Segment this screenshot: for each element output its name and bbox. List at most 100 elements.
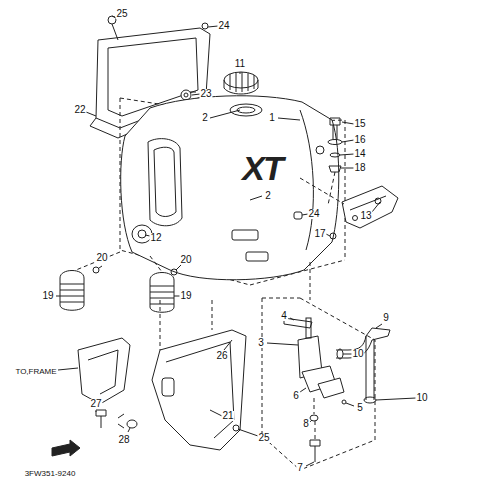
leader-line [210, 110, 240, 118]
callout-number: 14 [353, 149, 366, 159]
callout-number: 2 [201, 113, 209, 123]
leader-line [278, 118, 300, 120]
tank-damper [93, 267, 99, 273]
side-cover [152, 330, 246, 450]
bolt-set [328, 172, 335, 205]
note-text: 3FW351-9240 [24, 470, 77, 478]
bolt-set [328, 140, 342, 145]
leader-line [267, 343, 298, 345]
damper [294, 212, 302, 219]
fuel-hose [337, 349, 343, 359]
leader-line [376, 324, 382, 328]
leader-line [300, 388, 306, 392]
tank-bracket [300, 178, 344, 204]
fuel-cock [306, 318, 311, 338]
leader-line [86, 112, 96, 116]
model-logo: XT [241, 151, 282, 185]
fuel-hose [336, 328, 390, 358]
fuel-tank [230, 104, 262, 116]
bolt [127, 420, 137, 428]
leader-line [342, 140, 354, 142]
fuel-cock [310, 440, 320, 462]
fuel-cap [224, 72, 258, 94]
fuel-cock [342, 400, 346, 404]
fuel-tank [121, 96, 339, 280]
fuel-cock [318, 378, 344, 398]
tank-damper [60, 284, 84, 302]
callout-number: 6 [292, 391, 300, 401]
tank-bracket [350, 196, 386, 210]
tank-damper [150, 286, 174, 304]
top-cover [202, 23, 208, 29]
bolt-set [330, 153, 340, 157]
cover-panel [58, 338, 130, 404]
fuel-cock [314, 398, 315, 414]
callout-number: 3 [257, 338, 265, 348]
leader-line [342, 122, 354, 124]
parts-illustration [310, 262, 311, 300]
fuel-tank [316, 146, 324, 154]
leader-line [128, 428, 130, 432]
leader-line [238, 429, 258, 436]
leader-line [250, 196, 262, 200]
callout-number: 24 [217, 21, 230, 31]
fuel-tank [232, 230, 258, 240]
cover-panel [78, 338, 130, 404]
tank-damper [60, 271, 84, 311]
leader-line [326, 234, 330, 236]
fuel-hose [364, 397, 376, 403]
fuel-hose [366, 336, 374, 400]
fuel-tank [246, 252, 268, 261]
leader-line [306, 462, 314, 466]
fuel-cock [284, 318, 312, 328]
fuel-cap [230, 72, 254, 92]
callout-number: 10 [415, 393, 428, 403]
tank-bracket [353, 216, 358, 221]
leader-line [99, 266, 102, 268]
side-cover [166, 342, 234, 438]
callout-number: 19 [179, 291, 192, 301]
callout-number: 5 [356, 403, 364, 413]
callout-number: 11 [234, 59, 246, 69]
bolt-set [328, 118, 342, 205]
bolt [96, 410, 137, 428]
callout-number: 10 [351, 349, 364, 359]
callout-number: 27 [89, 399, 102, 409]
leader-line [210, 410, 222, 416]
callout-number: 23 [199, 89, 212, 99]
leader-line [56, 16, 416, 466]
callout-number: 12 [149, 233, 162, 243]
fuel-tank [154, 147, 176, 216]
fuel-cap [224, 72, 258, 88]
callout-number: 1 [268, 113, 276, 123]
parts-illustration [262, 298, 375, 470]
callout-number: 28 [117, 435, 130, 445]
leader-line [224, 340, 232, 350]
callout-number: 16 [353, 135, 366, 145]
grommet [138, 230, 146, 238]
callout-number: 19 [41, 291, 54, 301]
leader-line [310, 420, 312, 422]
callout-number: 26 [215, 351, 228, 361]
callout-number: 20 [95, 253, 108, 263]
callout-number: 20 [179, 255, 192, 265]
side-cover [152, 300, 246, 450]
callout-number: 9 [382, 313, 390, 323]
tank-damper [60, 252, 177, 312]
tank-bracket [375, 198, 381, 204]
fuel-cock [310, 415, 318, 421]
callout-number: 25 [257, 433, 270, 443]
leader-line [341, 168, 354, 169]
callout-number: 7 [296, 463, 304, 473]
callout-number: 22 [73, 105, 86, 115]
cover-panel [58, 368, 78, 370]
callout-number: 25 [115, 9, 128, 19]
callout-number: 4 [280, 311, 288, 321]
fuel-tank [148, 139, 182, 226]
note-text: TO,FRAME [14, 368, 57, 376]
callout-number: 21 [221, 411, 234, 421]
callout-number: 2 [264, 191, 272, 201]
side-cover [160, 300, 161, 350]
